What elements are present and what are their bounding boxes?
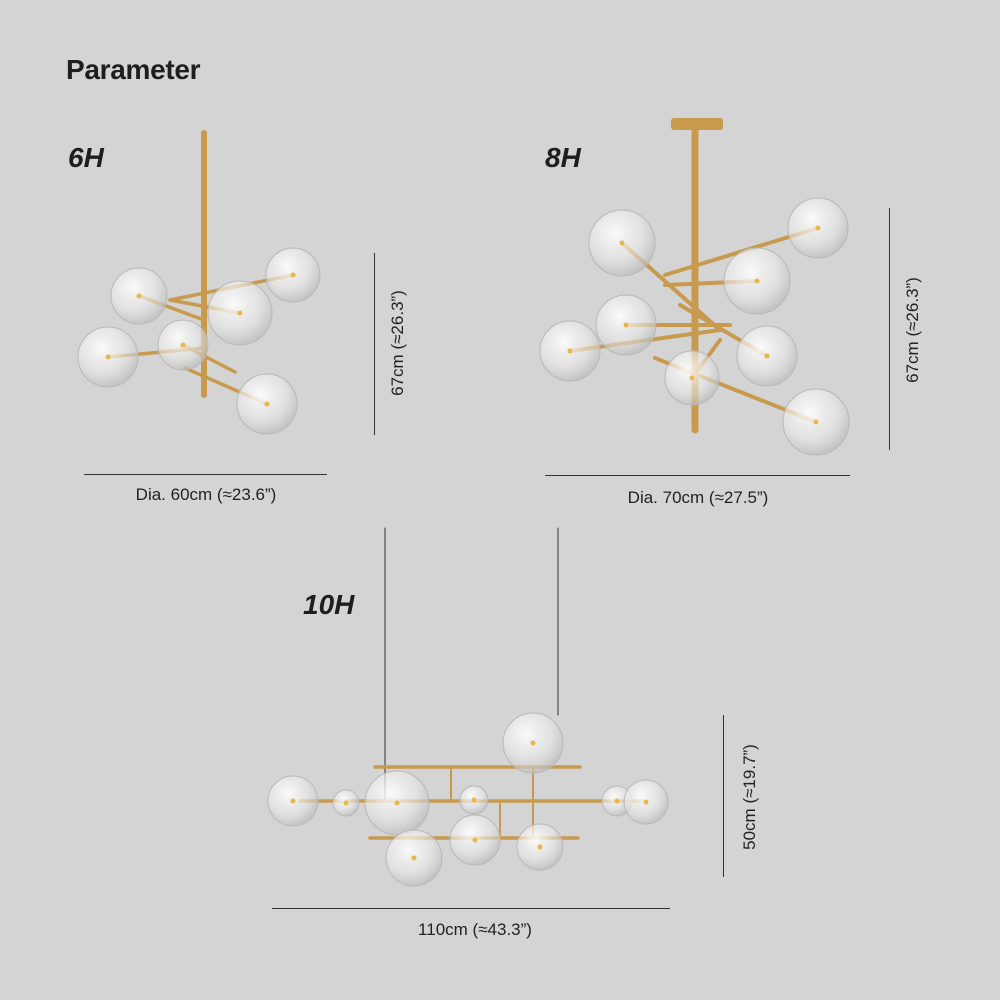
chandelier-6h-image xyxy=(77,130,321,435)
bulb xyxy=(180,342,186,348)
bulb xyxy=(623,322,629,328)
bulb xyxy=(815,225,821,231)
page-title: Parameter xyxy=(66,54,201,85)
height-dimension-line xyxy=(723,715,724,877)
bulb xyxy=(290,272,296,278)
bulb xyxy=(394,800,400,806)
model-label-8h: 8H xyxy=(545,142,581,173)
ceiling-canopy xyxy=(671,118,723,130)
bulb xyxy=(813,419,819,425)
width-dimension-line xyxy=(545,475,850,476)
bulb xyxy=(614,798,620,804)
bulb xyxy=(530,740,536,746)
bulb xyxy=(264,401,270,407)
bulb xyxy=(643,799,649,805)
bulb xyxy=(411,855,417,861)
bulb xyxy=(290,798,296,804)
height-dimension-8h: 67cm (≈26.3”) xyxy=(903,277,922,383)
chandelier-10h-image xyxy=(267,527,669,887)
height-dimension-line xyxy=(889,208,890,450)
height-dimension-6h: 67cm (≈26.3”) xyxy=(388,290,407,396)
bulb xyxy=(105,354,111,360)
bulb xyxy=(567,348,573,354)
width-dimension-line xyxy=(272,908,670,909)
bulb xyxy=(537,844,543,850)
width-dimension-line xyxy=(84,474,327,475)
chandelier-8h-image xyxy=(539,118,850,456)
height-dimension-10h: 50cm (≈19.7”) xyxy=(740,744,759,850)
model-label-10h: 10H xyxy=(303,589,355,620)
bulb xyxy=(472,837,478,843)
bulb xyxy=(764,353,770,359)
model-label-6h: 6H xyxy=(68,142,104,173)
height-dimension-line xyxy=(374,253,375,435)
bulb xyxy=(343,800,349,806)
width-dimension-6h: Dia. 60cm (≈23.6”) xyxy=(135,485,277,504)
width-dimension-8h: Dia. 70cm (≈27.5”) xyxy=(627,488,769,507)
bulb xyxy=(136,293,142,299)
bulb xyxy=(471,797,477,803)
bulb xyxy=(754,278,760,284)
width-dimension-10h: 110cm (≈43.3”) xyxy=(418,920,532,939)
bulb xyxy=(689,375,695,381)
bulb xyxy=(237,310,243,316)
bulb xyxy=(619,240,625,246)
